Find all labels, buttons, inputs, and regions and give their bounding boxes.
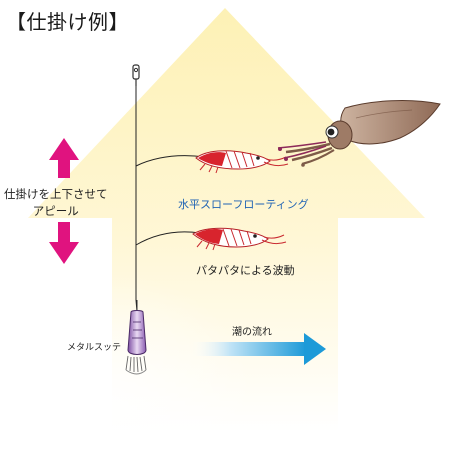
upper-jig-label: 水平スローフローティング (178, 198, 309, 211)
metal-sutte-icon (125, 300, 147, 375)
up-down-arrow (49, 138, 79, 264)
diagram-title: 【仕掛け例】 (6, 10, 129, 34)
side-label-line-2: アピール (32, 204, 79, 218)
egi-upper-icon (195, 150, 289, 174)
lower-jig-label: パタパタによる波動 (196, 264, 295, 277)
squid-icon (277, 100, 441, 167)
current-label: 潮の流れ (232, 327, 272, 338)
side-label-line-1: 仕掛けを上下させて (4, 187, 108, 201)
egi-lower-icon (192, 227, 287, 251)
current-arrow (190, 333, 326, 365)
branch-line-lower (135, 231, 201, 246)
side-label: 仕掛けを上下させて アピール (4, 186, 108, 220)
upward-glow-arrow (28, 8, 425, 450)
sinker-label: メタルスッテ (67, 343, 122, 353)
